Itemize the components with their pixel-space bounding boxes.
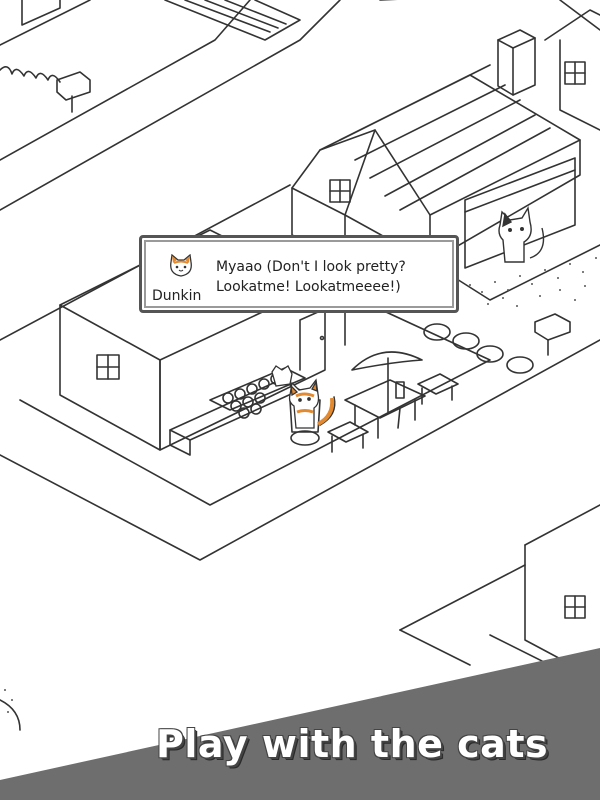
dialog-box[interactable]: Dunkin Myaao (Don't I look pretty? Looka… [139, 235, 459, 313]
mailbox-top [56, 71, 91, 101]
street-edge-lower [0, 339, 600, 561]
umbrella [351, 351, 423, 371]
cafe-table [344, 379, 426, 419]
dialog-line-2: Lookatme! Lookatmeeee!) [216, 279, 401, 295]
chimney [497, 29, 536, 96]
dunkin-cat [288, 378, 335, 429]
sidewalk-edge-top [0, 0, 251, 161]
speaker-name: Dunkin [152, 288, 202, 304]
stepping-stone [423, 323, 451, 341]
street-curb-top [0, 0, 341, 211]
banner-title: Play with the cats [156, 722, 549, 766]
house-roof [319, 74, 581, 216]
dialog-line-1: Myaao (Don't I look pretty? [216, 259, 406, 275]
shop-window [464, 169, 576, 269]
mailbox-right [534, 313, 571, 341]
cat-face-icon [170, 254, 192, 277]
shop-left-wall [59, 304, 161, 451]
stool [290, 430, 320, 446]
donut-tray [209, 367, 306, 411]
window-cat [498, 205, 545, 263]
